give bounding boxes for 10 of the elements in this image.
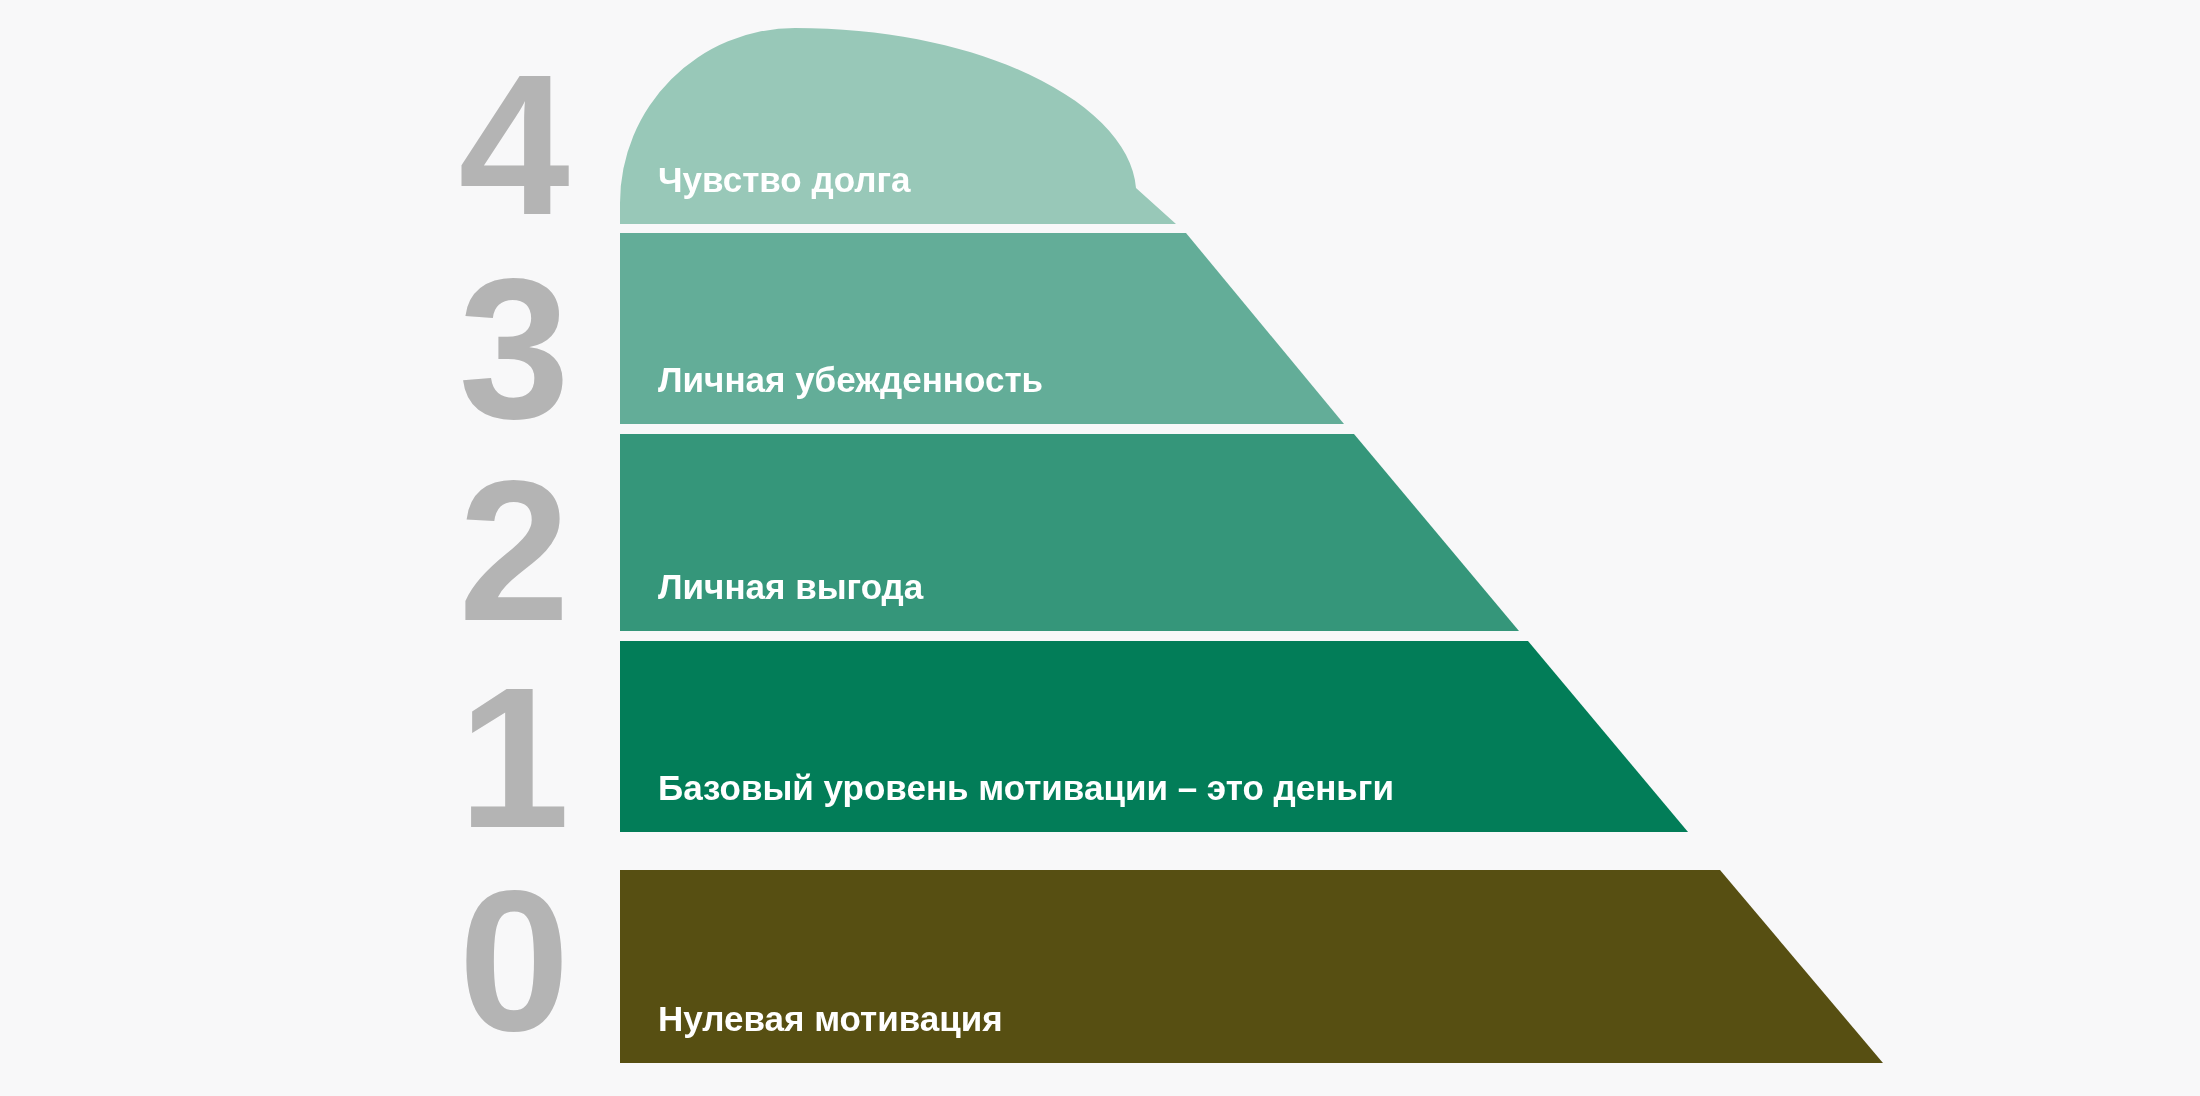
- level-number: 2: [458, 451, 570, 651]
- level-number: 1: [458, 658, 570, 858]
- level-number: 0: [458, 861, 570, 1061]
- tier-label: Чувство долга: [658, 160, 911, 200]
- level-number: 3: [458, 249, 570, 449]
- level-number: 4: [458, 45, 570, 245]
- tier-label: Личная убежденность: [658, 360, 1044, 400]
- tier-label: Личная выгода: [658, 567, 924, 607]
- tier-label: Нулевая мотивация: [658, 999, 1003, 1039]
- tier-label: Базовый уровень мотивации – это деньги: [658, 768, 1394, 808]
